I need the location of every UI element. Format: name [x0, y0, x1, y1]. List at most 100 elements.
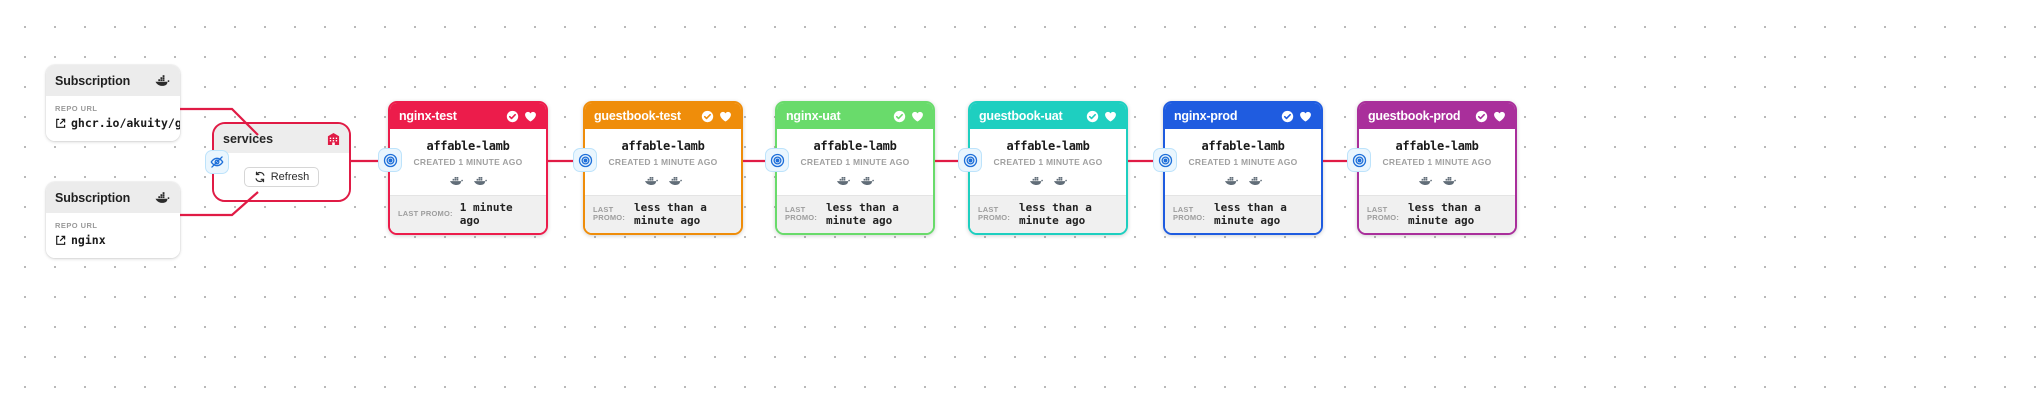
stage-name: nginx-test	[399, 109, 457, 123]
subscription-body: REPO URL ghcr.io/akuity/g…	[46, 96, 180, 141]
heart-icon[interactable]	[719, 110, 732, 123]
freight-name[interactable]: affable-lamb	[1201, 139, 1285, 153]
subscription-title: Subscription	[55, 73, 131, 88]
freight-images	[1365, 174, 1509, 187]
external-link-icon[interactable]	[55, 235, 66, 246]
docker-whale-icon	[643, 174, 660, 187]
freight-name[interactable]: affable-lamb	[426, 139, 510, 153]
stage-header: guestbook-uat	[970, 103, 1126, 129]
freight-images	[396, 174, 540, 187]
check-circle-icon[interactable]	[506, 110, 519, 123]
stage-card[interactable]: guestbook-prod affable-lamb CREATED 1 MI…	[1357, 101, 1517, 235]
stage-footer: LAST PROMO: less than a minute ago	[1359, 195, 1515, 233]
docker-whale-icon	[472, 174, 489, 187]
stage-body: affable-lamb CREATED 1 MINUTE AGO	[390, 129, 546, 195]
last-promo-value: less than a minute ago	[634, 201, 707, 228]
stage-body: affable-lamb CREATED 1 MINUTE AGO	[1165, 129, 1321, 195]
stage-card[interactable]: nginx-test affable-lamb CREATED 1 MINUTE…	[388, 101, 548, 235]
stage-card[interactable]: nginx-prod affable-lamb CREATED 1 MINUTE…	[1163, 101, 1323, 235]
warehouse-building-icon	[327, 132, 340, 146]
repo-url-value[interactable]: nginx	[71, 233, 106, 247]
target-icon	[1158, 153, 1173, 168]
stage-connector-chip[interactable]	[1153, 148, 1177, 172]
check-circle-icon[interactable]	[701, 110, 714, 123]
docker-whale-icon	[835, 174, 852, 187]
warehouse-node[interactable]: services	[212, 122, 351, 202]
subscription-header: Subscription	[46, 182, 180, 213]
check-circle-icon[interactable]	[893, 110, 906, 123]
target-icon	[578, 153, 593, 168]
stage-connector-chip[interactable]	[958, 148, 982, 172]
docker-whale-icon	[1223, 174, 1240, 187]
check-circle-icon[interactable]	[1475, 110, 1488, 123]
heart-icon[interactable]	[1493, 110, 1506, 123]
freight-images	[783, 174, 927, 187]
stage-connector-chip[interactable]	[1347, 148, 1371, 172]
stage-body: affable-lamb CREATED 1 MINUTE AGO	[970, 129, 1126, 195]
hide-toggle-chip[interactable]	[205, 150, 229, 174]
heart-icon[interactable]	[911, 110, 924, 123]
subscription-body: REPO URL nginx	[46, 213, 180, 258]
heart-icon[interactable]	[1104, 110, 1117, 123]
external-link-icon[interactable]	[55, 118, 66, 129]
freight-created: CREATED 1 MINUTE AGO	[1382, 157, 1492, 167]
heart-icon[interactable]	[1299, 110, 1312, 123]
stage-connector-chip[interactable]	[378, 148, 402, 172]
freight-created: CREATED 1 MINUTE AGO	[800, 157, 910, 167]
stage-connector-chip[interactable]	[573, 148, 597, 172]
target-icon	[770, 153, 785, 168]
docker-whale-icon	[154, 74, 171, 88]
refresh-button[interactable]: Refresh	[243, 166, 320, 187]
repo-url-label: REPO URL	[55, 221, 98, 230]
freight-name[interactable]: affable-lamb	[1395, 139, 1479, 153]
stage-name: guestbook-test	[594, 109, 681, 123]
stage-card[interactable]: guestbook-uat affable-lamb CREATED 1 MIN…	[968, 101, 1128, 235]
last-promo-value: less than a minute ago	[1214, 201, 1287, 228]
docker-whale-icon	[1028, 174, 1045, 187]
last-promo-value: 1 minute ago	[459, 201, 513, 228]
warehouse-body: Refresh	[214, 153, 349, 200]
subscription-header: Subscription	[46, 65, 180, 96]
target-icon	[383, 153, 398, 168]
docker-whale-icon	[1441, 174, 1458, 187]
stage-header: guestbook-test	[585, 103, 741, 129]
check-circle-icon[interactable]	[1086, 110, 1099, 123]
docker-whale-icon	[1417, 174, 1434, 187]
last-promo-label: LAST PROMO:	[1367, 204, 1400, 223]
last-promo-label: LAST PROMO:	[593, 204, 626, 223]
check-circle-icon[interactable]	[1281, 110, 1294, 123]
last-promo-label: LAST PROMO:	[1173, 204, 1206, 223]
repo-url-value[interactable]: ghcr.io/akuity/g…	[71, 116, 180, 130]
refresh-icon	[254, 171, 266, 183]
stage-body: affable-lamb CREATED 1 MINUTE AGO	[777, 129, 933, 195]
stage-card[interactable]: guestbook-test affable-lamb CREATED 1 MI…	[583, 101, 743, 235]
freight-created: CREATED 1 MINUTE AGO	[608, 157, 718, 167]
stage-name: nginx-prod	[1174, 109, 1238, 123]
stage-footer: LAST PROMO: less than a minute ago	[777, 195, 933, 233]
docker-whale-icon	[667, 174, 684, 187]
freight-images	[1171, 174, 1315, 187]
stage-connector-chip[interactable]	[765, 148, 789, 172]
subscription-card[interactable]: Subscription REPO URL nginx	[46, 182, 180, 258]
stage-footer: LAST PROMO: less than a minute ago	[970, 195, 1126, 233]
freight-created: CREATED 1 MINUTE AGO	[993, 157, 1103, 167]
freight-name[interactable]: affable-lamb	[621, 139, 705, 153]
freight-images	[976, 174, 1120, 187]
freight-name[interactable]: affable-lamb	[1006, 139, 1090, 153]
last-promo-value: less than a minute ago	[1408, 201, 1481, 228]
target-icon	[963, 153, 978, 168]
stage-header: nginx-uat	[777, 103, 933, 129]
heart-icon[interactable]	[524, 110, 537, 123]
stage-body: affable-lamb CREATED 1 MINUTE AGO	[1359, 129, 1515, 195]
subscription-card[interactable]: Subscription REPO URL ghcr.io	[46, 65, 180, 141]
last-promo-value: less than a minute ago	[1019, 201, 1092, 228]
docker-whale-icon	[859, 174, 876, 187]
freight-created: CREATED 1 MINUTE AGO	[413, 157, 523, 167]
stage-header: nginx-test	[390, 103, 546, 129]
stage-body: affable-lamb CREATED 1 MINUTE AGO	[585, 129, 741, 195]
last-promo-label: LAST PROMO:	[978, 204, 1011, 223]
stage-name: guestbook-uat	[979, 109, 1063, 123]
freight-name[interactable]: affable-lamb	[813, 139, 897, 153]
